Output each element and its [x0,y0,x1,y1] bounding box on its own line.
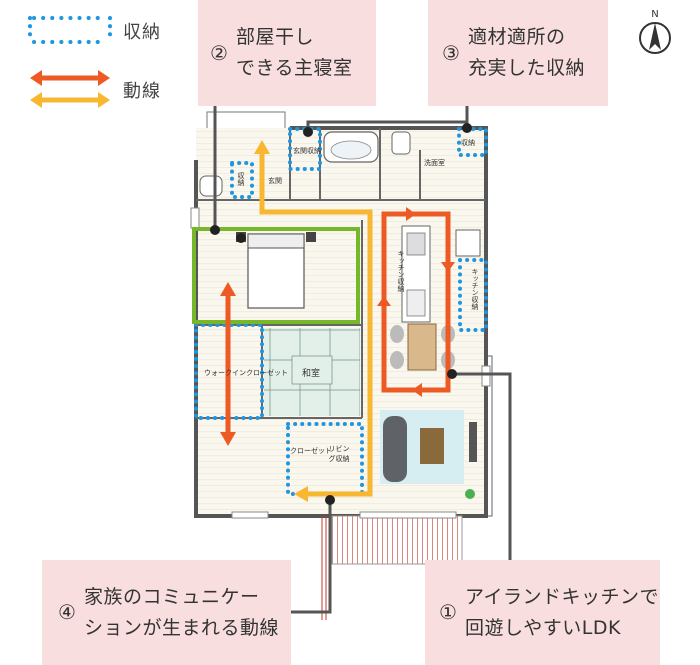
callout-ldk: ① アイランドキッチンで 回遊しやすいLDK [425,560,660,665]
callout-text: 部屋干し できる主寝室 [235,26,353,79]
callout-family-flow: ④ 家族のコミュニケー ションが生まれる動線 [42,560,291,665]
callout-number: ② [210,40,228,65]
north-compass-icon: N [639,9,671,54]
outer-walls [194,126,488,518]
deck [331,515,463,565]
room-label-walk-in-closet: ウォークインクローゼット [204,369,288,377]
room-label-entrance-storage: 玄関収納 [293,147,321,155]
legend-flow-label: 動線 [123,81,161,102]
wic-flow [220,282,236,446]
callout-text: 適材適所の 充実した収納 [467,26,585,79]
room-label-storage-small: 収納 [237,172,245,186]
sofa [383,416,407,482]
room-label-living-storage: リビング収納 [328,445,350,463]
room-label-kitchen-storage: キッチン収納 [397,250,405,292]
legend-storage-label: 収納 [123,22,161,43]
family-flow [254,140,373,502]
room-label-washroom: 洗面室 [424,159,445,167]
callout-text: アイランドキッチンで 回遊しやすいLDK [464,585,659,639]
room-label-kitchen-storage-right: キッチン収納 [471,268,479,310]
room-label-storage-wash: 収納 [461,139,475,147]
callout-number: ① [439,600,457,624]
dining-table [407,323,437,371]
compass-letter: N [651,9,658,20]
callout-storage: ③ 適材適所の 充実した収納 [428,0,608,106]
callout-number: ④ [58,600,76,624]
callout-master-bedroom: ② 部屋干し できる主寝室 [198,0,376,106]
legend-flow-swatch [30,70,110,108]
bedroom-highlight [192,227,360,324]
room-label-entrance: 玄関 [268,177,282,185]
legend-storage-swatch [28,16,112,44]
room-label-closet: クローゼット [290,447,332,455]
toilet [199,175,223,197]
callout-text: 家族のコミュニケー ションが生まれる動線 [83,585,279,639]
kitchen-loop-flow [377,207,455,397]
room-label-japanese-room: 和室 [302,369,321,379]
callout-number: ③ [442,40,460,65]
